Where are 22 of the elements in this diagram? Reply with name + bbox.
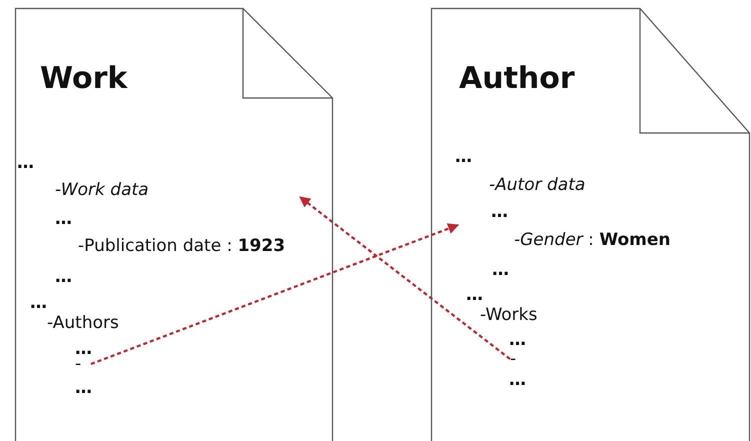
ellipsis: … (509, 329, 527, 351)
arrow (299, 196, 511, 360)
ellipsis: … (455, 146, 473, 168)
ellipsis: … (55, 266, 73, 288)
ellipsis: … (492, 259, 510, 281)
ellipsis: … (75, 377, 93, 399)
field-label: -Gender : Women (514, 229, 670, 251)
arrow (90, 223, 460, 366)
ellipsis: … (17, 152, 35, 174)
ellipsis: … (491, 201, 509, 223)
field-label: - (510, 348, 516, 370)
document-title: Work (40, 60, 128, 98)
document-title: Author (459, 60, 575, 98)
ellipsis: … (509, 369, 527, 391)
field-label: -Authors (47, 312, 119, 334)
field-label: -Work data (55, 179, 149, 201)
field-label: -Works (480, 304, 538, 326)
field-label: -Publication date : 1923 (78, 235, 286, 257)
field-label: -Autor data (489, 174, 586, 196)
ellipsis: … (55, 208, 73, 230)
ellipsis: … (30, 292, 48, 314)
ellipsis: … (466, 284, 484, 306)
